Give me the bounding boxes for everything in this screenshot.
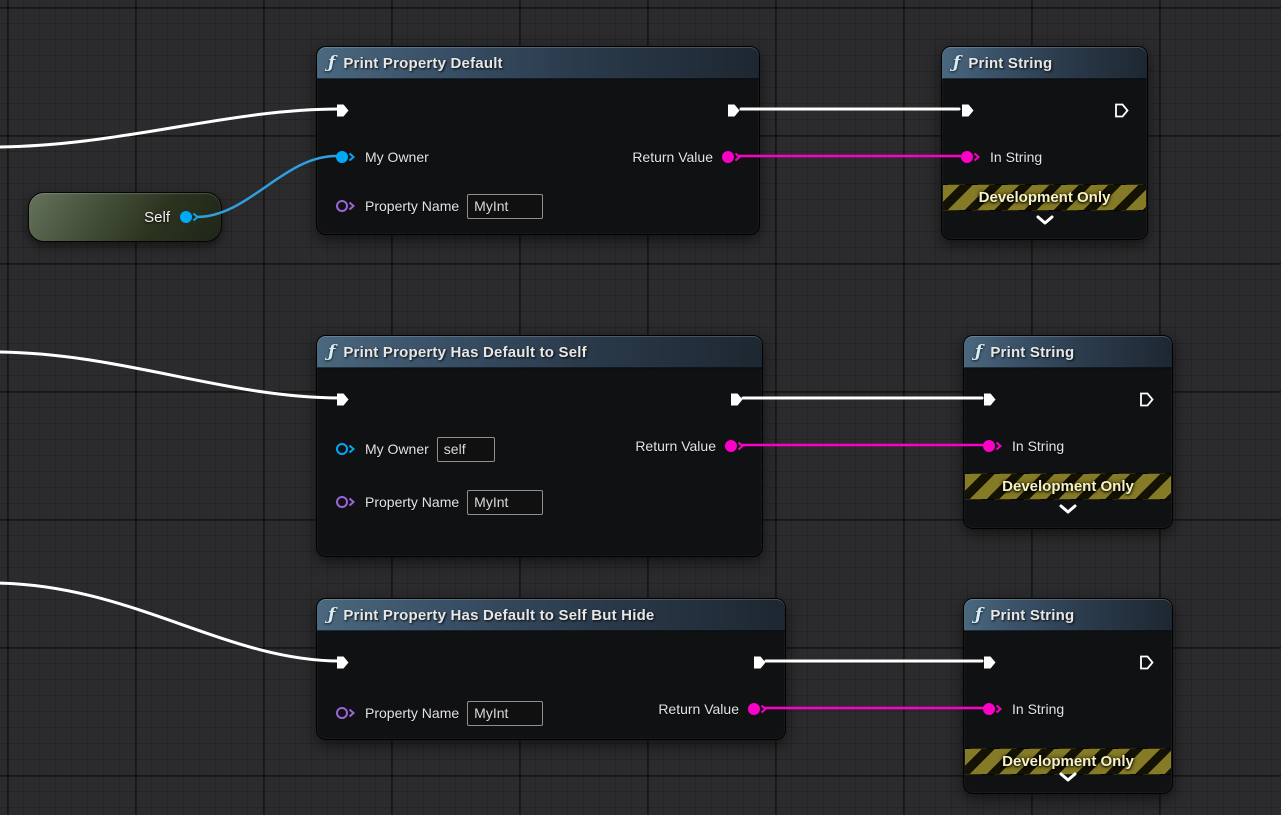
exec-out-pin[interactable] (1139, 392, 1154, 407)
node-title: Print String (990, 343, 1075, 361)
node-header[interactable]: ƒ Print String (964, 599, 1172, 632)
node-print-property-default[interactable]: ƒ Print Property Default My Owner Proper… (316, 46, 760, 235)
return-value-pin[interactable] (721, 150, 743, 164)
in-string-label: In String (1012, 701, 1065, 717)
in-string-pin[interactable] (960, 150, 982, 164)
my-owner-label: My Owner (365, 149, 429, 165)
return-value-label: Return Value (635, 438, 716, 454)
collapse-chevron-button[interactable] (1059, 504, 1077, 514)
exec-in-pin[interactable] (982, 392, 997, 407)
my-owner-pin[interactable] (335, 442, 357, 456)
node-header[interactable]: ƒ Print Property Has Default to Self But… (317, 599, 785, 632)
development-only-banner: Development Only (965, 473, 1171, 500)
return-value-pin[interactable] (724, 439, 746, 453)
node-header[interactable]: ƒ Print String (964, 336, 1172, 369)
development-only-banner: Development Only (943, 184, 1146, 211)
exec-out-pin[interactable] (752, 655, 767, 670)
node-print-property-has-default-to-self[interactable]: ƒ Print Property Has Default to Self My … (316, 335, 763, 557)
property-name-input[interactable] (467, 489, 544, 515)
node-header[interactable]: ƒ Print Property Has Default to Self (317, 336, 762, 369)
function-icon: ƒ (953, 52, 961, 73)
exec-wire-into-print-property-has-default-to-self-but-hide[interactable] (0, 581, 342, 663)
exec-in-pin[interactable] (335, 103, 350, 118)
return-value-label: Return Value (632, 149, 713, 165)
property-name-input[interactable] (467, 193, 544, 219)
in-string-label: In String (990, 149, 1043, 165)
function-icon: ƒ (328, 52, 336, 73)
exec-in-pin[interactable] (982, 655, 997, 670)
node-print-string-3[interactable]: ƒ Print String In String Development Onl… (963, 598, 1173, 794)
exec-out-pin[interactable] (1139, 655, 1154, 670)
property-name-pin[interactable] (335, 706, 357, 720)
node-title: Print Property Default (343, 54, 503, 72)
node-print-string-2[interactable]: ƒ Print String In String Development Onl… (963, 335, 1173, 529)
in-string-label: In String (1012, 438, 1065, 454)
property-name-label: Property Name (365, 705, 460, 721)
return-value-label: Return Value (658, 701, 739, 717)
exec-in-pin[interactable] (960, 103, 975, 118)
self-output-pin[interactable] (179, 210, 201, 224)
property-name-pin[interactable] (335, 495, 357, 509)
function-icon: ƒ (328, 604, 336, 625)
node-print-property-has-default-to-self-but-hide[interactable]: ƒ Print Property Has Default to Self But… (316, 598, 786, 740)
development-only-banner: Development Only (965, 748, 1171, 775)
node-header[interactable]: ƒ Print String (942, 47, 1147, 80)
collapse-chevron-button[interactable] (1036, 215, 1054, 225)
collapse-chevron-button[interactable] (1059, 772, 1077, 782)
in-string-pin[interactable] (982, 439, 1004, 453)
property-name-input[interactable] (467, 700, 544, 726)
node-title: Print Property Has Default to Self (343, 343, 587, 361)
in-string-pin[interactable] (982, 702, 1004, 716)
property-name-label: Property Name (365, 198, 460, 214)
my-owner-input[interactable] (436, 436, 495, 462)
property-name-pin[interactable] (335, 199, 357, 213)
exec-out-pin[interactable] (729, 392, 744, 407)
property-name-label: Property Name (365, 494, 460, 510)
exec-in-pin[interactable] (335, 392, 350, 407)
function-icon: ƒ (328, 341, 336, 362)
node-self-variable[interactable]: Self (28, 192, 222, 242)
node-title: Print String (990, 606, 1075, 624)
exec-in-pin[interactable] (335, 655, 350, 670)
node-title: Print Property Has Default to Self But H… (343, 606, 655, 624)
exec-wire-into-print-property-default[interactable] (0, 107, 342, 149)
node-title: Print String (968, 54, 1053, 72)
return-value-pin[interactable] (747, 702, 769, 716)
my-owner-label: My Owner (365, 441, 429, 457)
exec-out-pin[interactable] (1114, 103, 1129, 118)
function-icon: ƒ (975, 341, 983, 362)
my-owner-pin[interactable] (335, 150, 357, 164)
node-header[interactable]: ƒ Print Property Default (317, 47, 759, 80)
exec-wire-into-print-property-has-default-to-self[interactable] (0, 350, 342, 400)
function-icon: ƒ (975, 604, 983, 625)
node-print-string-1[interactable]: ƒ Print String In String Development Onl… (941, 46, 1148, 240)
self-variable-label: Self (144, 208, 170, 226)
exec-out-pin[interactable] (726, 103, 741, 118)
